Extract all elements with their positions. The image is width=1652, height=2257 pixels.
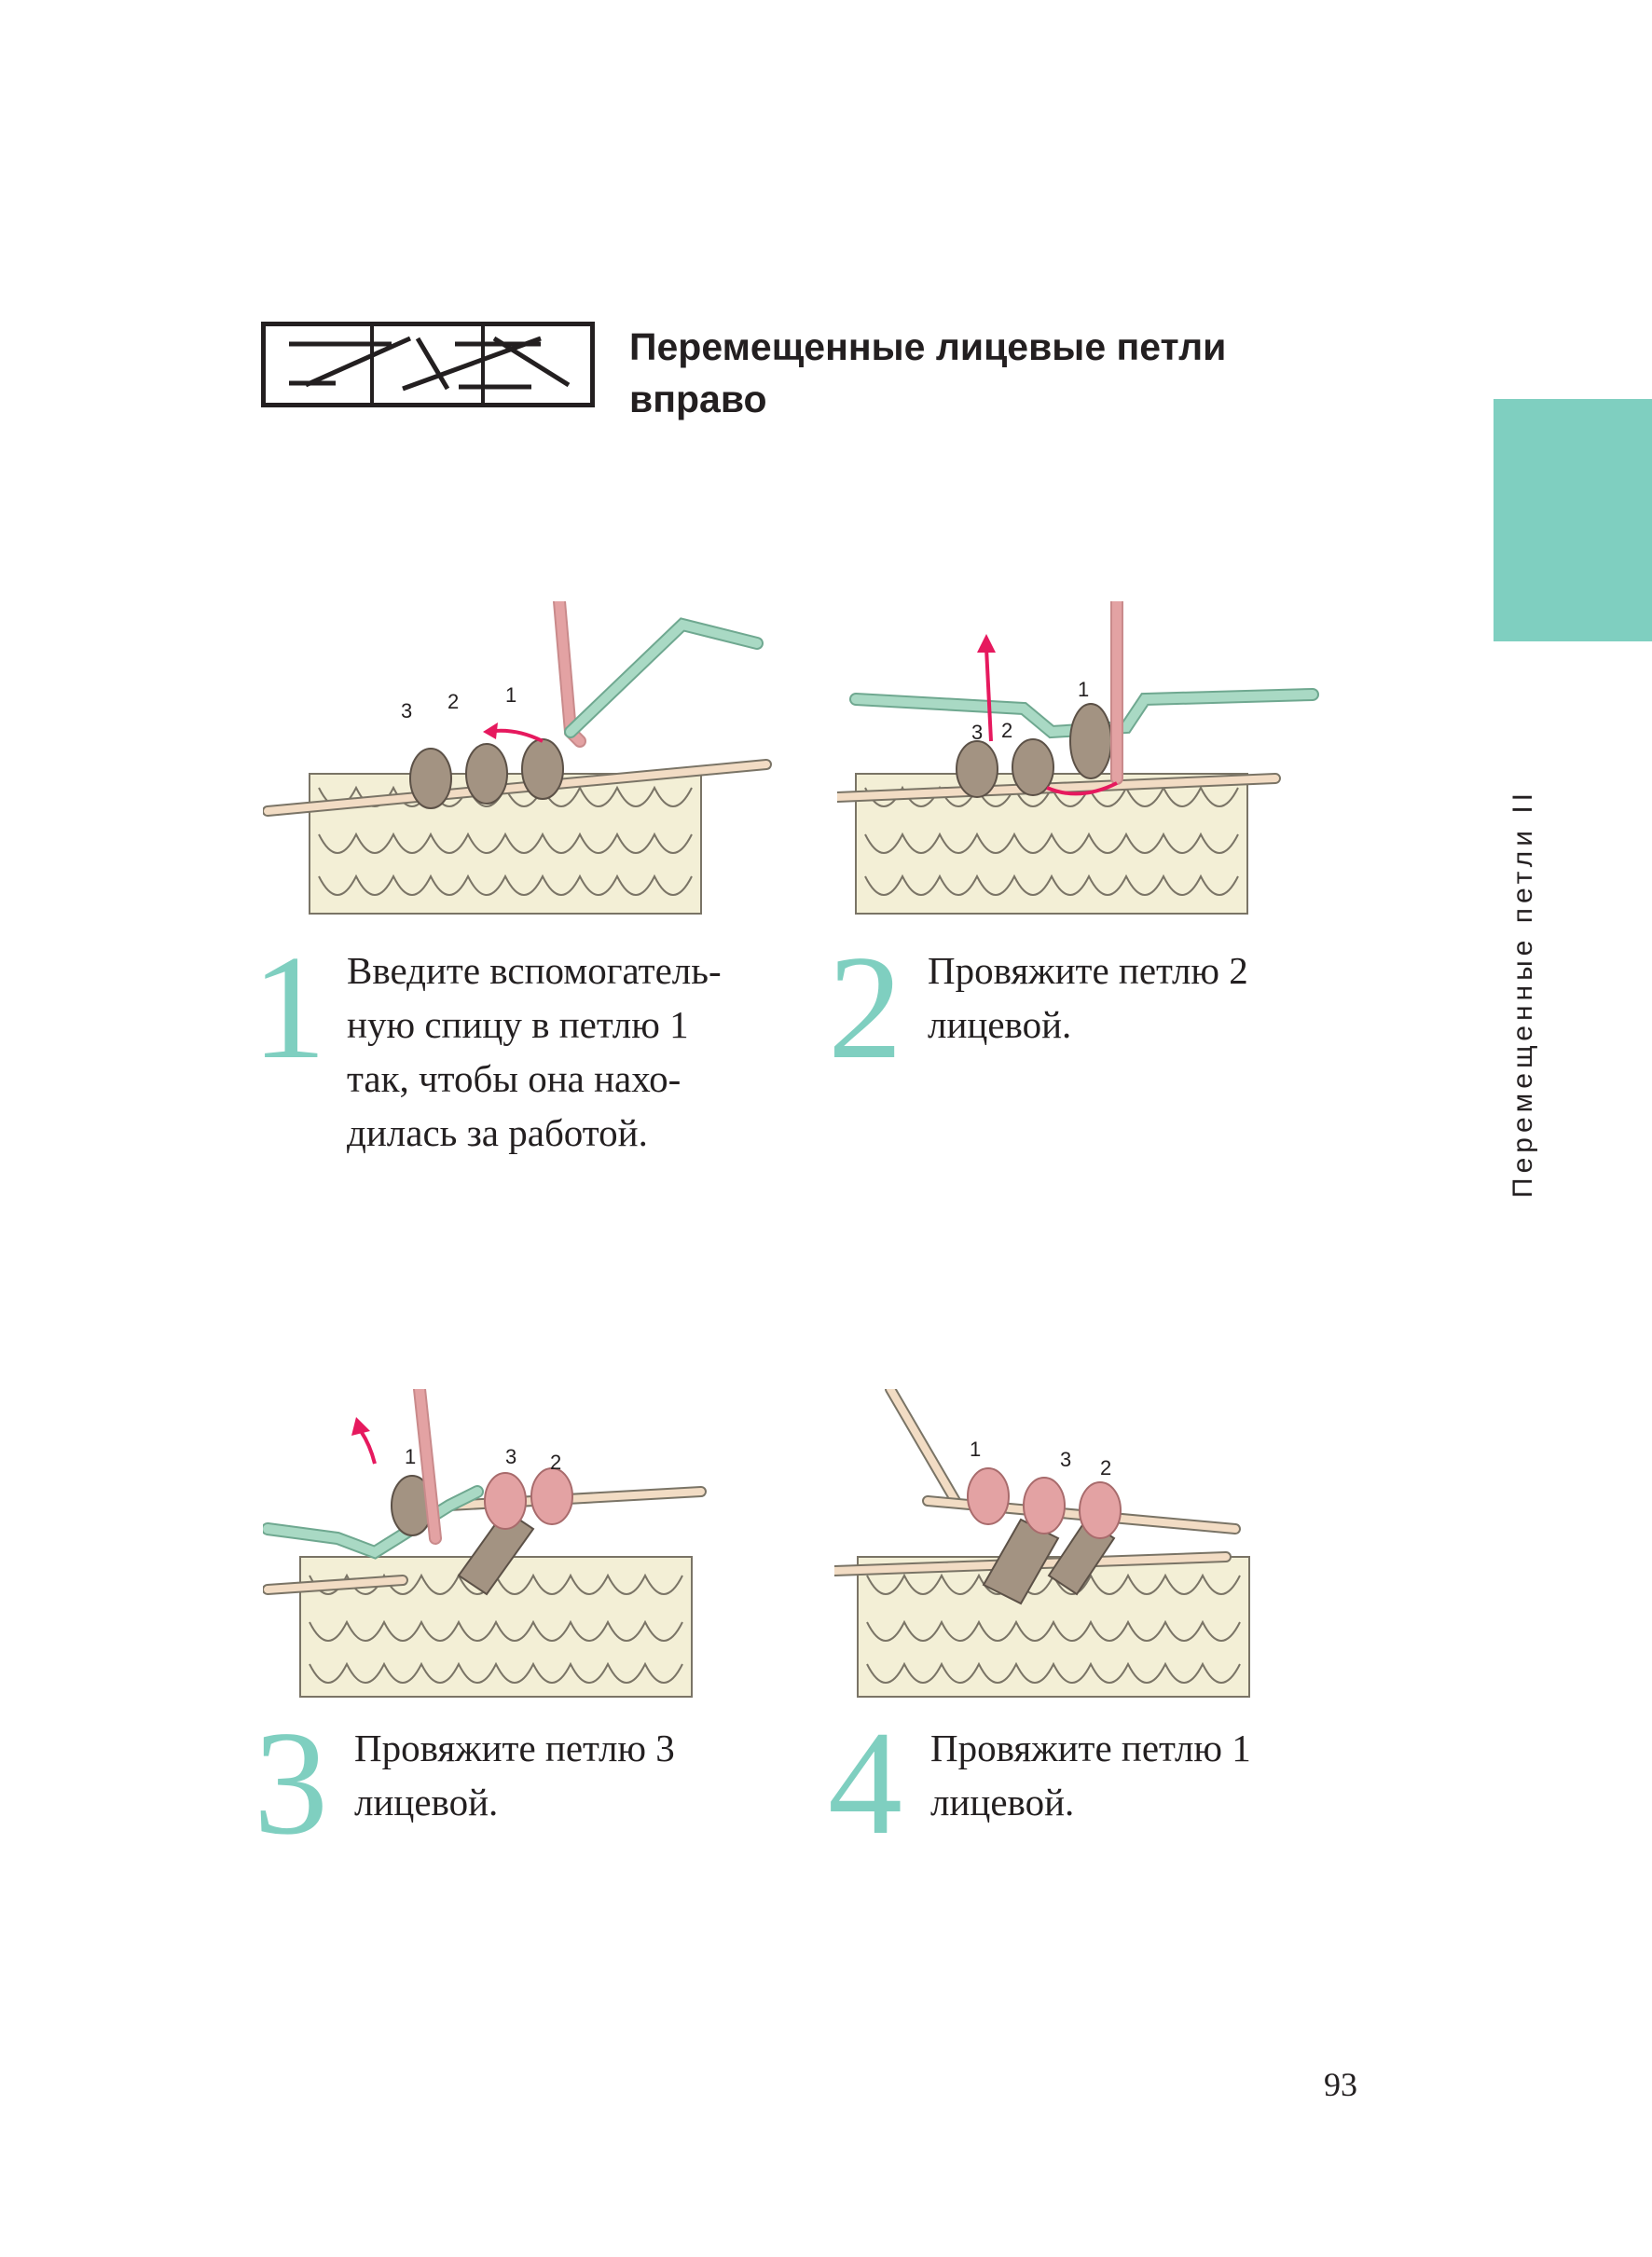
- step-text-line: Введите вспомогатель-: [347, 943, 748, 998]
- step-text-line: ную спицу в петлю 1: [347, 998, 748, 1052]
- step-4-text: Провяжите петлю 1 лицевой.: [930, 1721, 1331, 1829]
- loop-label: 1: [970, 1438, 981, 1461]
- step-2-text: Провяжите петлю 2 лицевой.: [928, 943, 1328, 1052]
- loop-label: 3: [505, 1445, 516, 1468]
- step-text-line: так, чтобы она нахо-: [347, 1052, 748, 1106]
- step-text-line: Провяжите петлю 3: [354, 1721, 755, 1775]
- step-text-line: лицевой.: [930, 1775, 1331, 1829]
- loop-label: 2: [550, 1451, 561, 1474]
- step-4-number: 4: [828, 1708, 902, 1857]
- section-label: Перемещенные петли II: [1503, 746, 1544, 1240]
- loop-label: 1: [505, 683, 516, 707]
- step-1-number: 1: [252, 932, 326, 1081]
- loop-label: 3: [971, 721, 983, 744]
- step-2-number: 2: [828, 932, 902, 1081]
- step-1-text: Введите вспомогатель- ную спицу в петлю …: [347, 943, 748, 1160]
- title-line-1: Перемещенные лицевые петли: [629, 321, 1338, 373]
- loop-label: 2: [1100, 1456, 1111, 1479]
- loop-label: 1: [1078, 678, 1089, 701]
- step-text-line: Провяжите петлю 2: [928, 943, 1328, 998]
- loop-label: 3: [401, 699, 412, 723]
- section-label-text: Перемещенные петли II: [1507, 789, 1539, 1198]
- step-3-illustration: 1 3 2: [263, 1389, 785, 1706]
- loop-label: 3: [1060, 1448, 1071, 1471]
- loop-label: 2: [447, 690, 459, 713]
- loop-label: 1: [405, 1445, 416, 1468]
- section-tab: [1494, 399, 1652, 641]
- step-3-text: Провяжите петлю 3 лицевой.: [354, 1721, 755, 1829]
- step-text-line: дилась за работой.: [347, 1106, 748, 1160]
- step-text-line: лицевой.: [354, 1775, 755, 1829]
- loop-label: 2: [1001, 719, 1012, 742]
- step-text-line: лицевой.: [928, 998, 1328, 1052]
- step-4-illustration: 1 3 2: [834, 1389, 1356, 1706]
- step-1-illustration: 3 2 1: [263, 601, 785, 918]
- step-text-line: Провяжите петлю 1: [930, 1721, 1331, 1775]
- title-line-2: вправо: [629, 373, 1338, 425]
- cable-chart-symbol: [261, 322, 595, 407]
- step-3-number: 3: [254, 1708, 328, 1857]
- page-number: 93: [1324, 2065, 1357, 2104]
- page-title: Перемещенные лицевые петли вправо: [629, 321, 1338, 425]
- step-2-illustration: 3 2 1: [837, 601, 1359, 918]
